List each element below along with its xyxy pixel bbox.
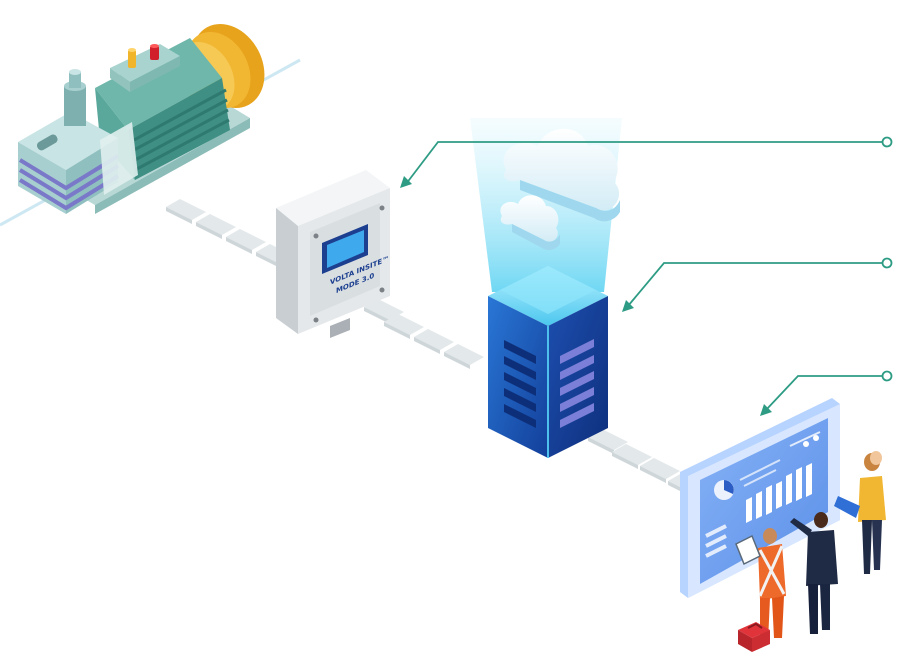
path-tile: [166, 199, 206, 224]
toolbox-icon: [738, 622, 770, 652]
path-tile: [588, 429, 628, 454]
path-tile: [196, 214, 236, 239]
connector-line-device: [400, 136, 893, 188]
path-tile: [226, 229, 266, 254]
path-tile: [384, 314, 424, 339]
connector-endpoint-icon: [881, 136, 893, 148]
connector-line-server: [622, 257, 893, 312]
analyst-person-icon: [834, 451, 886, 574]
cloud-icon: [503, 128, 620, 222]
server-icon: [488, 266, 608, 458]
connector-line-dashboard: [760, 370, 893, 416]
connector-endpoint-icon: [881, 257, 893, 269]
path-tile: [640, 458, 680, 483]
connector-endpoint-icon: [881, 370, 893, 382]
cloud-icon: [500, 195, 560, 251]
path-tile: [364, 299, 404, 324]
path-tile: [444, 344, 484, 369]
industrial-motor-icon: [18, 23, 265, 214]
manager-person-icon: [790, 512, 838, 634]
data-path: [166, 199, 704, 496]
connector-lines: [400, 136, 893, 416]
dashboard-display-icon: [680, 398, 840, 598]
path-tile: [612, 444, 652, 469]
monitoring-device-icon: VOLTA INSITE™ MODE 3.0: [276, 170, 390, 338]
technician-person-icon: [735, 528, 786, 642]
path-tile: [414, 329, 454, 354]
